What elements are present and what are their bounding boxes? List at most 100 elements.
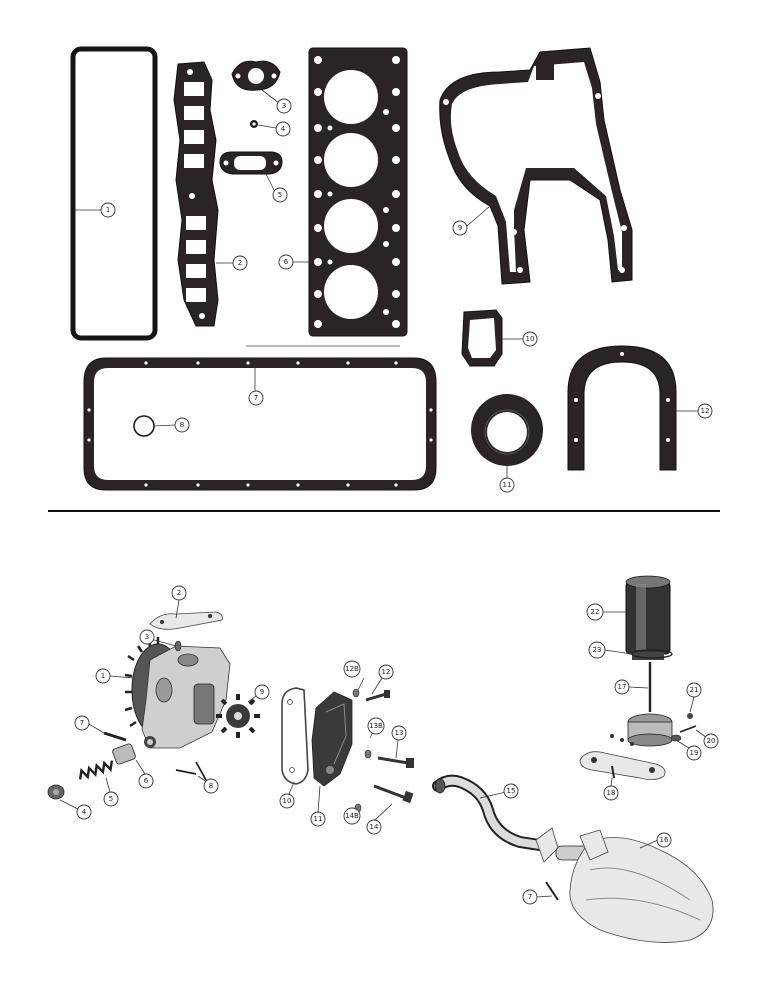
rocker-cover-gasket (70, 46, 158, 341)
svg-text:19: 19 (690, 749, 699, 757)
rear-seal-retainer (567, 345, 677, 471)
callout-filter-element: 22 (586, 603, 604, 621)
callout-pump-pin: 7 (74, 715, 90, 731)
callout-filter-base-gasket: 10 (279, 793, 295, 809)
callout-o-ring: 8 (174, 417, 190, 433)
callout-seal-19: 19 (686, 745, 702, 761)
svg-text:7: 7 (528, 893, 532, 901)
callout-manifold-gasket: 2 (232, 255, 248, 271)
svg-text:13B: 13B (369, 722, 383, 730)
svg-text:17: 17 (618, 683, 627, 691)
callout-pump-screws: 8 (203, 778, 219, 794)
callout-fitting-21: 21 (686, 682, 702, 698)
seal-19 (670, 734, 682, 742)
callout-bolt-14: 14 (366, 819, 382, 835)
svg-text:7: 7 (254, 394, 258, 402)
svg-text:15: 15 (507, 787, 516, 795)
callout-washer-14b: 14B (343, 807, 361, 825)
svg-text:8: 8 (209, 782, 213, 790)
callout-washer-13b: 13B (367, 717, 385, 735)
washer-13b (364, 749, 372, 759)
callout-seal-20: 20 (703, 733, 719, 749)
callout-center-bolt: 17 (614, 679, 630, 695)
svg-text:2: 2 (177, 589, 181, 597)
svg-text:1: 1 (101, 672, 105, 680)
callout-outlet-gasket-5: 5 (272, 187, 288, 203)
filter-element (625, 575, 671, 660)
oil-pan-bolt-holes (87, 361, 433, 487)
callout-rocker-cover-gasket: 1 (100, 202, 116, 218)
fitting-21 (687, 713, 693, 719)
svg-text:14: 14 (370, 823, 379, 831)
callout-screen-pin: 7 (522, 889, 538, 905)
cylinder-head-gasket (308, 47, 408, 337)
callout-bolt-13: 13 (391, 725, 407, 741)
filter-housing-base (610, 713, 673, 747)
svg-text:10: 10 (283, 797, 292, 805)
pump-body (124, 637, 231, 749)
pump-screws (175, 761, 207, 781)
svg-text:8: 8 (180, 421, 184, 429)
svg-text:23: 23 (593, 646, 602, 654)
water-pump-gasket (461, 309, 503, 367)
manifold-gasket (173, 61, 219, 327)
front-seal (471, 394, 543, 466)
callout-filter-base: 11 (310, 811, 326, 827)
svg-text:2: 2 (238, 259, 242, 267)
callout-drive-gear: 9 (254, 684, 270, 700)
seal-20 (679, 725, 697, 733)
pump-pin (103, 731, 127, 742)
svg-text:7: 7 (80, 719, 84, 727)
outlet-gasket-3 (231, 60, 281, 91)
callout-suction-tube: 15 (503, 783, 519, 799)
suction-tube (432, 774, 593, 863)
filter-base-gasket (281, 687, 309, 785)
svg-text:6: 6 (144, 777, 149, 785)
svg-text:12: 12 (701, 407, 710, 415)
callout-cylinder-head-gasket: 6 (278, 254, 294, 270)
cover-plate (149, 611, 223, 630)
oil-pan-gasket (83, 357, 437, 491)
svg-text:13: 13 (395, 729, 404, 737)
head-gasket-bolt-holes (314, 56, 400, 328)
svg-text:11: 11 (503, 481, 512, 489)
svg-text:5: 5 (278, 191, 282, 199)
svg-text:18: 18 (607, 789, 616, 797)
svg-text:16: 16 (660, 836, 669, 844)
callout-relief-spring: 5 (103, 791, 119, 807)
svg-text:9: 9 (458, 224, 462, 232)
svg-text:22: 22 (591, 608, 600, 616)
filter-base (311, 691, 353, 787)
callout-pump-body: 1 (95, 668, 111, 684)
relief-plunger (112, 743, 136, 765)
callout-filter-gasket: 23 (588, 641, 606, 659)
svg-text:5: 5 (109, 795, 113, 803)
svg-text:1: 1 (106, 206, 110, 214)
svg-text:3: 3 (145, 633, 149, 641)
svg-text:12: 12 (382, 668, 391, 676)
relief-cap (47, 784, 65, 800)
bolt-12 (365, 690, 390, 702)
svg-text:21: 21 (690, 686, 699, 694)
callout-dowel: 3 (139, 629, 155, 645)
callout-outlet-gasket-3: 3 (276, 98, 292, 114)
callout-timing-cover-gasket: 9 (452, 220, 468, 236)
callout-cover-plate: 2 (171, 585, 187, 601)
svg-text:11: 11 (314, 815, 323, 823)
bracket (579, 751, 666, 780)
screen-pin (545, 881, 559, 901)
timing-cover-gasket (439, 47, 633, 285)
svg-text:4: 4 (82, 808, 87, 816)
oil-screen (569, 829, 714, 943)
svg-text:10: 10 (526, 335, 535, 343)
drive-gear (216, 694, 260, 738)
callout-relief-cap: 4 (76, 804, 92, 820)
svg-text:12B: 12B (345, 665, 359, 673)
svg-text:14B: 14B (345, 812, 359, 820)
outlet-gasket-5 (219, 151, 283, 175)
svg-text:3: 3 (282, 102, 286, 110)
callout-water-pump-gasket: 10 (522, 331, 538, 347)
callout-bracket: 18 (603, 785, 619, 801)
callout-bolt-12: 12 (378, 664, 394, 680)
